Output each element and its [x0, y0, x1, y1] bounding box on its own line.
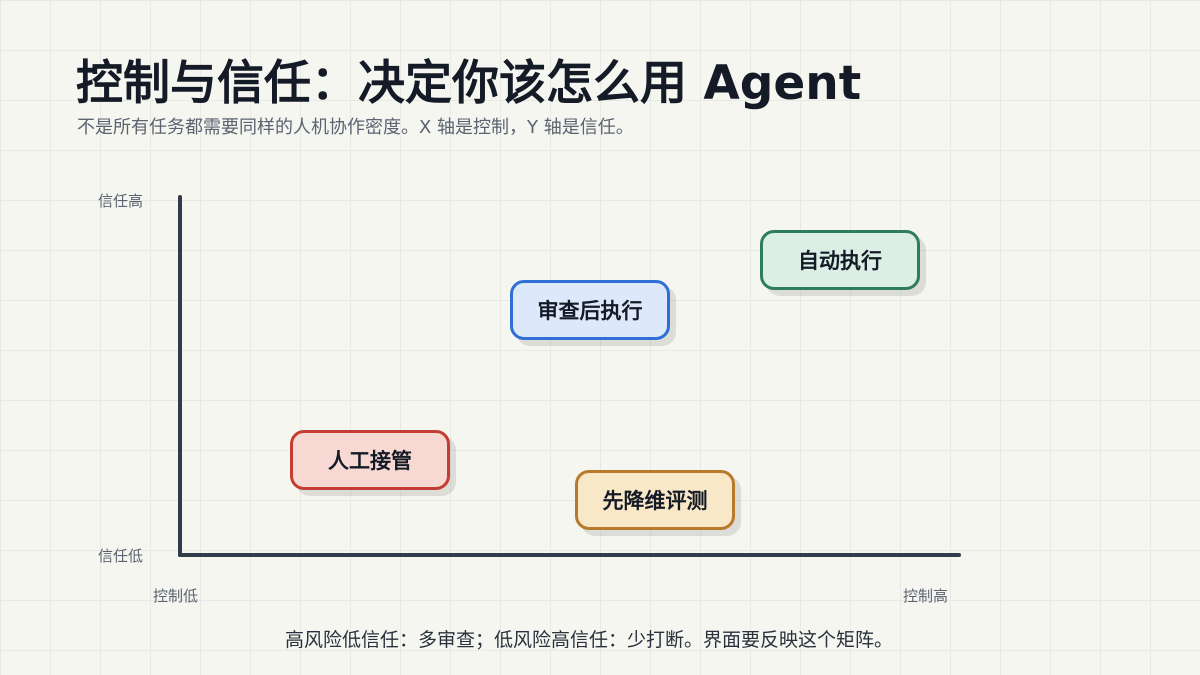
page-title: 控制与信任：决定你该怎么用 Agent: [76, 56, 862, 111]
x-axis-high-label: 控制高: [903, 587, 949, 605]
quadrant-box-human-takeover: 人工接管: [290, 430, 450, 490]
y-axis-high-label: 信任高: [98, 192, 144, 210]
x-axis-low-label: 控制低: [153, 587, 199, 605]
y-axis-line: [178, 195, 182, 557]
bottom-caption: 高风险低信任：多审查；低风险高信任：少打断。界面要反映这个矩阵。: [285, 629, 894, 651]
page-subtitle: 不是所有任务都需要同样的人机协作密度。X 轴是控制，Y 轴是信任。: [77, 117, 634, 138]
quadrant-box-review-then-execute: 审查后执行: [510, 280, 670, 340]
quadrant-box-auto-execute: 自动执行: [760, 230, 920, 290]
x-axis-line: [178, 553, 961, 557]
quadrant-box-downgrade-evaluate: 先降维评测: [575, 470, 735, 530]
y-axis-low-label: 信任低: [98, 547, 144, 565]
